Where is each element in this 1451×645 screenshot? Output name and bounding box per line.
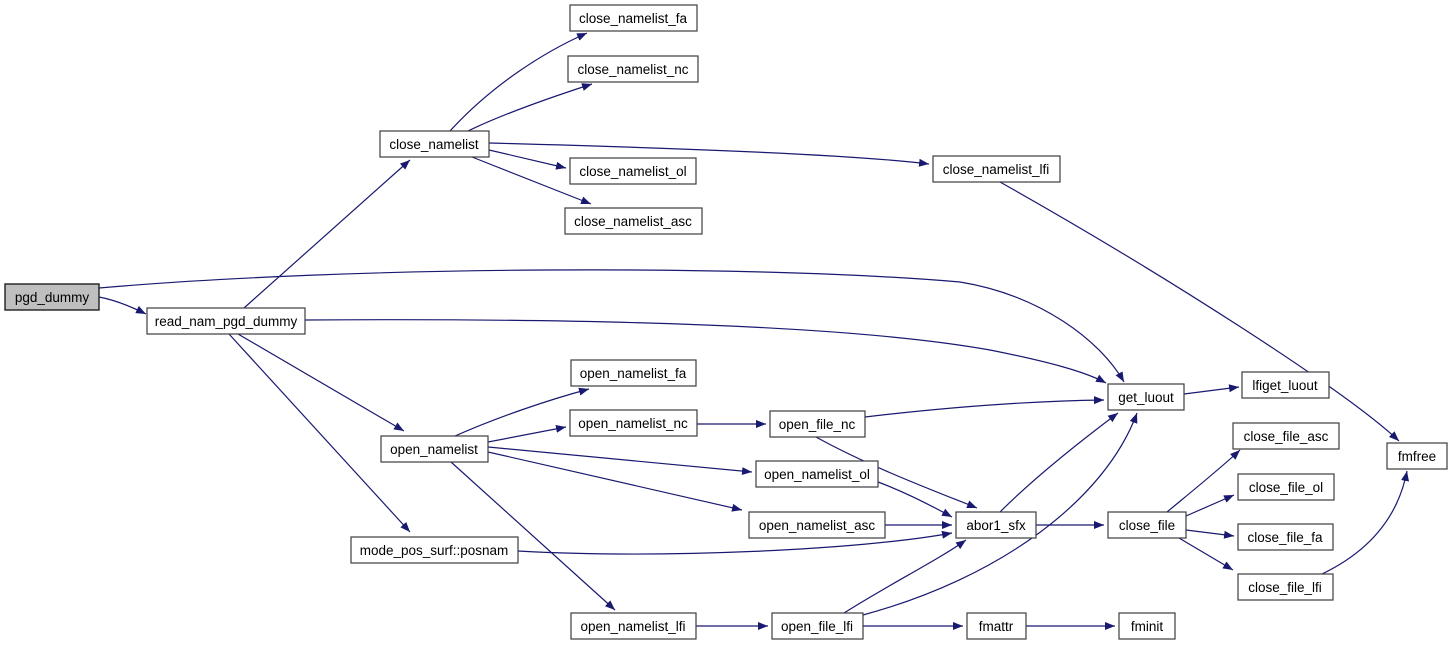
node-pgd-dummy[interactable]: pgd_dummy	[4, 283, 100, 311]
edge-open-namelist-open-namelist-nc	[487, 424, 567, 443]
node-label-mode-pos-surf-posnam: mode_pos_surf::posnam	[360, 543, 509, 558]
node-label-close-file-fa: close_file_fa	[1247, 530, 1323, 545]
edge-open-namelist-ol-abor1-sfx	[877, 481, 953, 518]
node-label-get-luout: get_luout	[1118, 390, 1174, 405]
edge-close-namelist-close-namelist-ol	[488, 149, 567, 170]
edge-open-file-lfi-get-luout	[862, 412, 1138, 616]
node-read-nam-pgd-dummy[interactable]: read_nam_pgd_dummy	[146, 307, 306, 335]
node-label-close-file: close_file	[1119, 518, 1175, 533]
edge-close-namelist-close-namelist-lfi	[488, 142, 930, 167]
edge-open-namelist-open-namelist-fa	[454, 387, 590, 437]
edge-open-file-nc-abor1-sfx	[815, 436, 978, 509]
node-label-close-namelist: close_namelist	[389, 137, 479, 152]
edge-open-file-nc-get-luout	[864, 396, 1105, 418]
node-close-namelist-fa[interactable]: close_namelist_fa	[569, 4, 698, 32]
node-fminit[interactable]: fminit	[1118, 612, 1176, 640]
node-close-namelist-ol[interactable]: close_namelist_ol	[569, 157, 697, 185]
node-label-open-file-lfi: open_file_lfi	[781, 619, 853, 634]
node-label-close-file-ol: close_file_ol	[1249, 480, 1323, 495]
node-label-abor1-sfx: abor1_sfx	[966, 518, 1026, 533]
node-label-fminit: fminit	[1131, 619, 1164, 634]
node-label-fmfree: fmfree	[1398, 449, 1436, 464]
node-close-file-lfi[interactable]: close_file_lfi	[1237, 573, 1334, 601]
node-label-open-namelist-fa: open_namelist_fa	[580, 366, 687, 381]
node-open-namelist-lfi[interactable]: open_namelist_lfi	[570, 612, 697, 640]
node-label-fmattr: fmattr	[979, 619, 1014, 634]
edge-open-namelist-open-namelist-ol	[487, 446, 753, 476]
node-open-namelist-ol[interactable]: open_namelist_ol	[755, 460, 879, 488]
node-label-close-namelist-fa: close_namelist_fa	[579, 11, 688, 26]
node-close-namelist-nc[interactable]: close_namelist_nc	[567, 55, 699, 83]
node-close-namelist-asc[interactable]: close_namelist_asc	[564, 207, 703, 235]
edge-close-file-close-file-asc	[1166, 449, 1241, 513]
node-open-namelist-nc[interactable]: open_namelist_nc	[569, 409, 698, 437]
node-get-luout[interactable]: get_luout	[1107, 383, 1185, 411]
edge-close-namelist-lfi-fmfree	[999, 181, 1400, 442]
node-label-read-nam-pgd-dummy: read_nam_pgd_dummy	[155, 314, 298, 329]
node-fmfree[interactable]: fmfree	[1386, 442, 1448, 470]
edge-open-namelist-open-namelist-lfi	[450, 461, 616, 611]
node-label-pgd-dummy: pgd_dummy	[15, 290, 90, 305]
node-open-file-nc[interactable]: open_file_nc	[769, 410, 866, 438]
edge-close-namelist-close-namelist-asc	[471, 156, 592, 205]
edge-open-namelist-open-namelist-asc	[487, 451, 743, 512]
edge-close-file-lfi-fmfree	[1321, 470, 1410, 575]
node-open-file-lfi[interactable]: open_file_lfi	[771, 612, 864, 640]
node-lfiget-luout[interactable]: lfiget_luout	[1241, 371, 1330, 399]
node-label-open-namelist-nc: open_namelist_nc	[578, 416, 688, 431]
node-close-file-asc[interactable]: close_file_asc	[1232, 422, 1340, 450]
edge-get-luout-lfiget-luout	[1183, 384, 1240, 395]
node-open-namelist-asc[interactable]: open_namelist_asc	[748, 511, 886, 539]
node-label-close-file-lfi: close_file_lfi	[1248, 580, 1322, 595]
edge-close-file-close-file-fa	[1185, 529, 1235, 539]
node-label-close-file-asc: close_file_asc	[1244, 429, 1329, 444]
edge-abor1-sfx-get-luout	[999, 412, 1119, 513]
edge-mode-pos-surf-posnam-abor1-sfx	[517, 530, 953, 555]
edge-pgd-dummy-get-luout	[98, 269, 1125, 383]
edge-close-file-close-file-ol	[1185, 494, 1235, 517]
node-label-close-namelist-lfi: close_namelist_lfi	[943, 162, 1050, 177]
edge-open-file-lfi-abor1-sfx	[843, 539, 967, 614]
node-fmattr[interactable]: fmattr	[966, 612, 1027, 640]
node-mode-pos-surf-posnam[interactable]: mode_pos_surf::posnam	[350, 536, 519, 564]
node-close-namelist[interactable]: close_namelist	[379, 130, 490, 158]
node-label-open-file-nc: open_file_nc	[779, 417, 856, 432]
node-abor1-sfx[interactable]: abor1_sfx	[955, 511, 1037, 539]
node-close-file[interactable]: close_file	[1107, 511, 1187, 539]
node-layer: pgd_dummy read_nam_pgd_dummy close_namel…	[4, 4, 1448, 640]
node-label-open-namelist-ol: open_namelist_ol	[764, 467, 870, 482]
edge-read-nam-pgd-dummy-get-luout	[304, 319, 1107, 384]
node-label-close-namelist-nc: close_namelist_nc	[577, 62, 688, 77]
node-label-open-namelist: open_namelist	[390, 442, 478, 457]
edge-close-namelist-close-namelist-nc	[467, 83, 593, 132]
node-open-namelist-fa[interactable]: open_namelist_fa	[570, 359, 697, 387]
edge-read-nam-pgd-dummy-mode-pos-surf-posnam	[228, 333, 411, 533]
edge-read-nam-pgd-dummy-close-namelist	[243, 159, 411, 309]
node-open-namelist[interactable]: open_namelist	[380, 435, 489, 463]
node-close-file-fa[interactable]: close_file_fa	[1237, 523, 1334, 551]
edge-layer	[98, 32, 1410, 630]
node-label-close-namelist-ol: close_namelist_ol	[579, 164, 686, 179]
node-close-namelist-lfi[interactable]: close_namelist_lfi	[932, 155, 1061, 183]
edge-close-namelist-close-namelist-fa	[449, 32, 588, 132]
node-label-open-namelist-asc: open_namelist_asc	[759, 518, 876, 533]
edge-read-nam-pgd-dummy-open-namelist	[237, 333, 405, 432]
node-label-open-namelist-lfi: open_namelist_lfi	[580, 619, 685, 634]
node-label-lfiget-luout: lfiget_luout	[1252, 378, 1318, 393]
node-close-file-ol[interactable]: close_file_ol	[1237, 473, 1335, 501]
node-label-close-namelist-asc: close_namelist_asc	[574, 214, 692, 229]
edge-pgd-dummy-read-nam-pgd-dummy	[98, 296, 147, 315]
edge-close-file-close-file-lfi	[1178, 537, 1234, 571]
